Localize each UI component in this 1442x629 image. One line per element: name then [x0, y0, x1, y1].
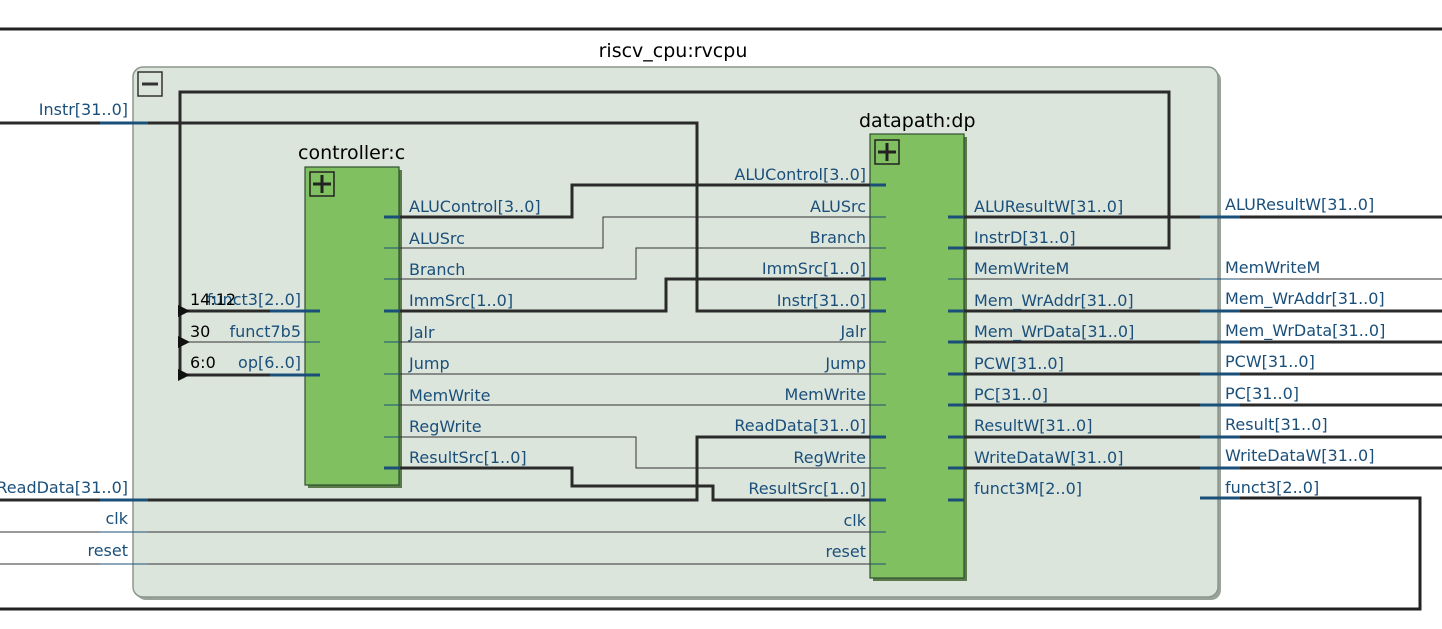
controller-output-label: Jalr — [408, 323, 435, 342]
top-output-label: ALUResultW[31..0] — [1225, 195, 1374, 214]
datapath-input-label: reset — [825, 542, 866, 561]
top-output-label: PCW[31..0] — [1225, 352, 1315, 371]
bus-resultsrc — [400, 466, 870, 502]
bus-instrd-feedback — [178, 90, 1171, 375]
top-output-label: MemWriteM — [1225, 258, 1320, 277]
port-stubs-thin — [100, 216, 1240, 565]
datapath-input-label: ResultSrc[1..0] — [748, 479, 866, 498]
top-input-label: clk — [105, 509, 128, 528]
datapath-output-label: ResultW[31..0] — [974, 416, 1092, 435]
top-module-title: riscv_cpu:rvcpu — [599, 40, 748, 62]
datapath-output-label: funct3M[2..0] — [974, 479, 1082, 498]
datapath-output-label: PCW[31..0] — [974, 354, 1064, 373]
top-output-label: PC[31..0] — [1225, 384, 1299, 403]
controller-output-label: ALUControl[3..0] — [409, 197, 541, 216]
controller-expand-button[interactable] — [309, 171, 335, 197]
top-output-label: funct3[2..0] — [1225, 478, 1319, 497]
controller-output-label: ALUSrc — [409, 229, 465, 248]
datapath-output-label: ALUResultW[31..0] — [974, 197, 1123, 216]
datapath-input-label: ReadData[31..0] — [734, 416, 866, 435]
controller-input-label: op[6..0] — [238, 353, 301, 372]
datapath-input-label: MemWrite — [785, 385, 866, 404]
bit-slice-arrows — [178, 305, 190, 381]
top-input-label: Instr[31..0] — [39, 100, 128, 119]
bus-immsrc — [400, 277, 870, 313]
datapath-title: datapath:dp — [859, 110, 976, 132]
bus-alucontrol — [400, 183, 870, 219]
controller-block[interactable] — [304, 166, 400, 486]
wire-alusrc — [400, 216, 870, 249]
datapath-input-label: ALUControl[3..0] — [734, 165, 866, 184]
datapath-output-label: InstrD[31..0] — [974, 228, 1076, 247]
datapath-input-label: Jalr — [839, 322, 866, 341]
controller-input-label: funct3[2..0] — [207, 290, 301, 309]
datapath-output-label: WriteDataW[31..0] — [974, 448, 1123, 467]
bit-slice-label: 14:12 — [190, 290, 236, 309]
top-output-label: Mem_WrAddr[31..0] — [1225, 289, 1385, 309]
top-input-label: reset — [87, 541, 128, 560]
datapath-output-label: MemWriteM — [974, 259, 1069, 278]
datapath-output-label: Mem_WrAddr[31..0] — [974, 291, 1134, 311]
datapath-output-label: PC[31..0] — [974, 385, 1048, 404]
bus-readdata — [0, 435, 870, 502]
port-stubs — [100, 121, 1240, 502]
datapath-input-label: clk — [843, 511, 866, 530]
datapath-expand-button[interactable] — [874, 139, 900, 165]
datapath-input-label: Instr[31..0] — [777, 291, 866, 310]
controller-input-label: funct7b5 — [230, 322, 302, 341]
bus-wires — [0, 90, 1442, 502]
controller-output-label: Branch — [409, 260, 465, 279]
controller-title: controller:c — [298, 142, 405, 164]
controller-output-label: ImmSrc[1..0] — [409, 291, 513, 310]
slice-arrow-icon — [178, 305, 190, 317]
datapath-input-label: ImmSrc[1..0] — [762, 259, 866, 278]
collapse-button[interactable] — [137, 71, 163, 97]
controller-output-label: RegWrite — [409, 417, 482, 436]
funct3-feedback-wire — [0, 496, 1422, 611]
wire-regwrite — [400, 436, 870, 469]
top-output-label: Result[31..0] — [1225, 415, 1328, 434]
datapath-output-label: Mem_WrData[31..0] — [974, 322, 1134, 342]
bit-slice-label: 30 — [190, 322, 210, 341]
datapath-input-label: ALUSrc — [810, 197, 866, 216]
bit-slice-label: 6:0 — [190, 353, 216, 372]
controller-output-label: Jump — [408, 354, 450, 373]
controller-output-label: ResultSrc[1..0] — [409, 448, 527, 467]
top-output-label: WriteDataW[31..0] — [1225, 446, 1374, 465]
top-input-label: ReadData[31..0] — [0, 478, 128, 497]
bus-instr — [0, 121, 870, 313]
slice-arrow-icon — [178, 369, 190, 381]
datapath-block[interactable] — [869, 133, 965, 579]
datapath-input-label: Jump — [824, 354, 866, 373]
datapath-input-label: RegWrite — [793, 448, 866, 467]
datapath-input-label: Branch — [810, 228, 866, 247]
controller-output-label: MemWrite — [409, 386, 490, 405]
slice-arrow-icon — [178, 336, 190, 348]
top-output-label: Mem_WrData[31..0] — [1225, 321, 1385, 341]
wire-branch — [400, 247, 870, 280]
